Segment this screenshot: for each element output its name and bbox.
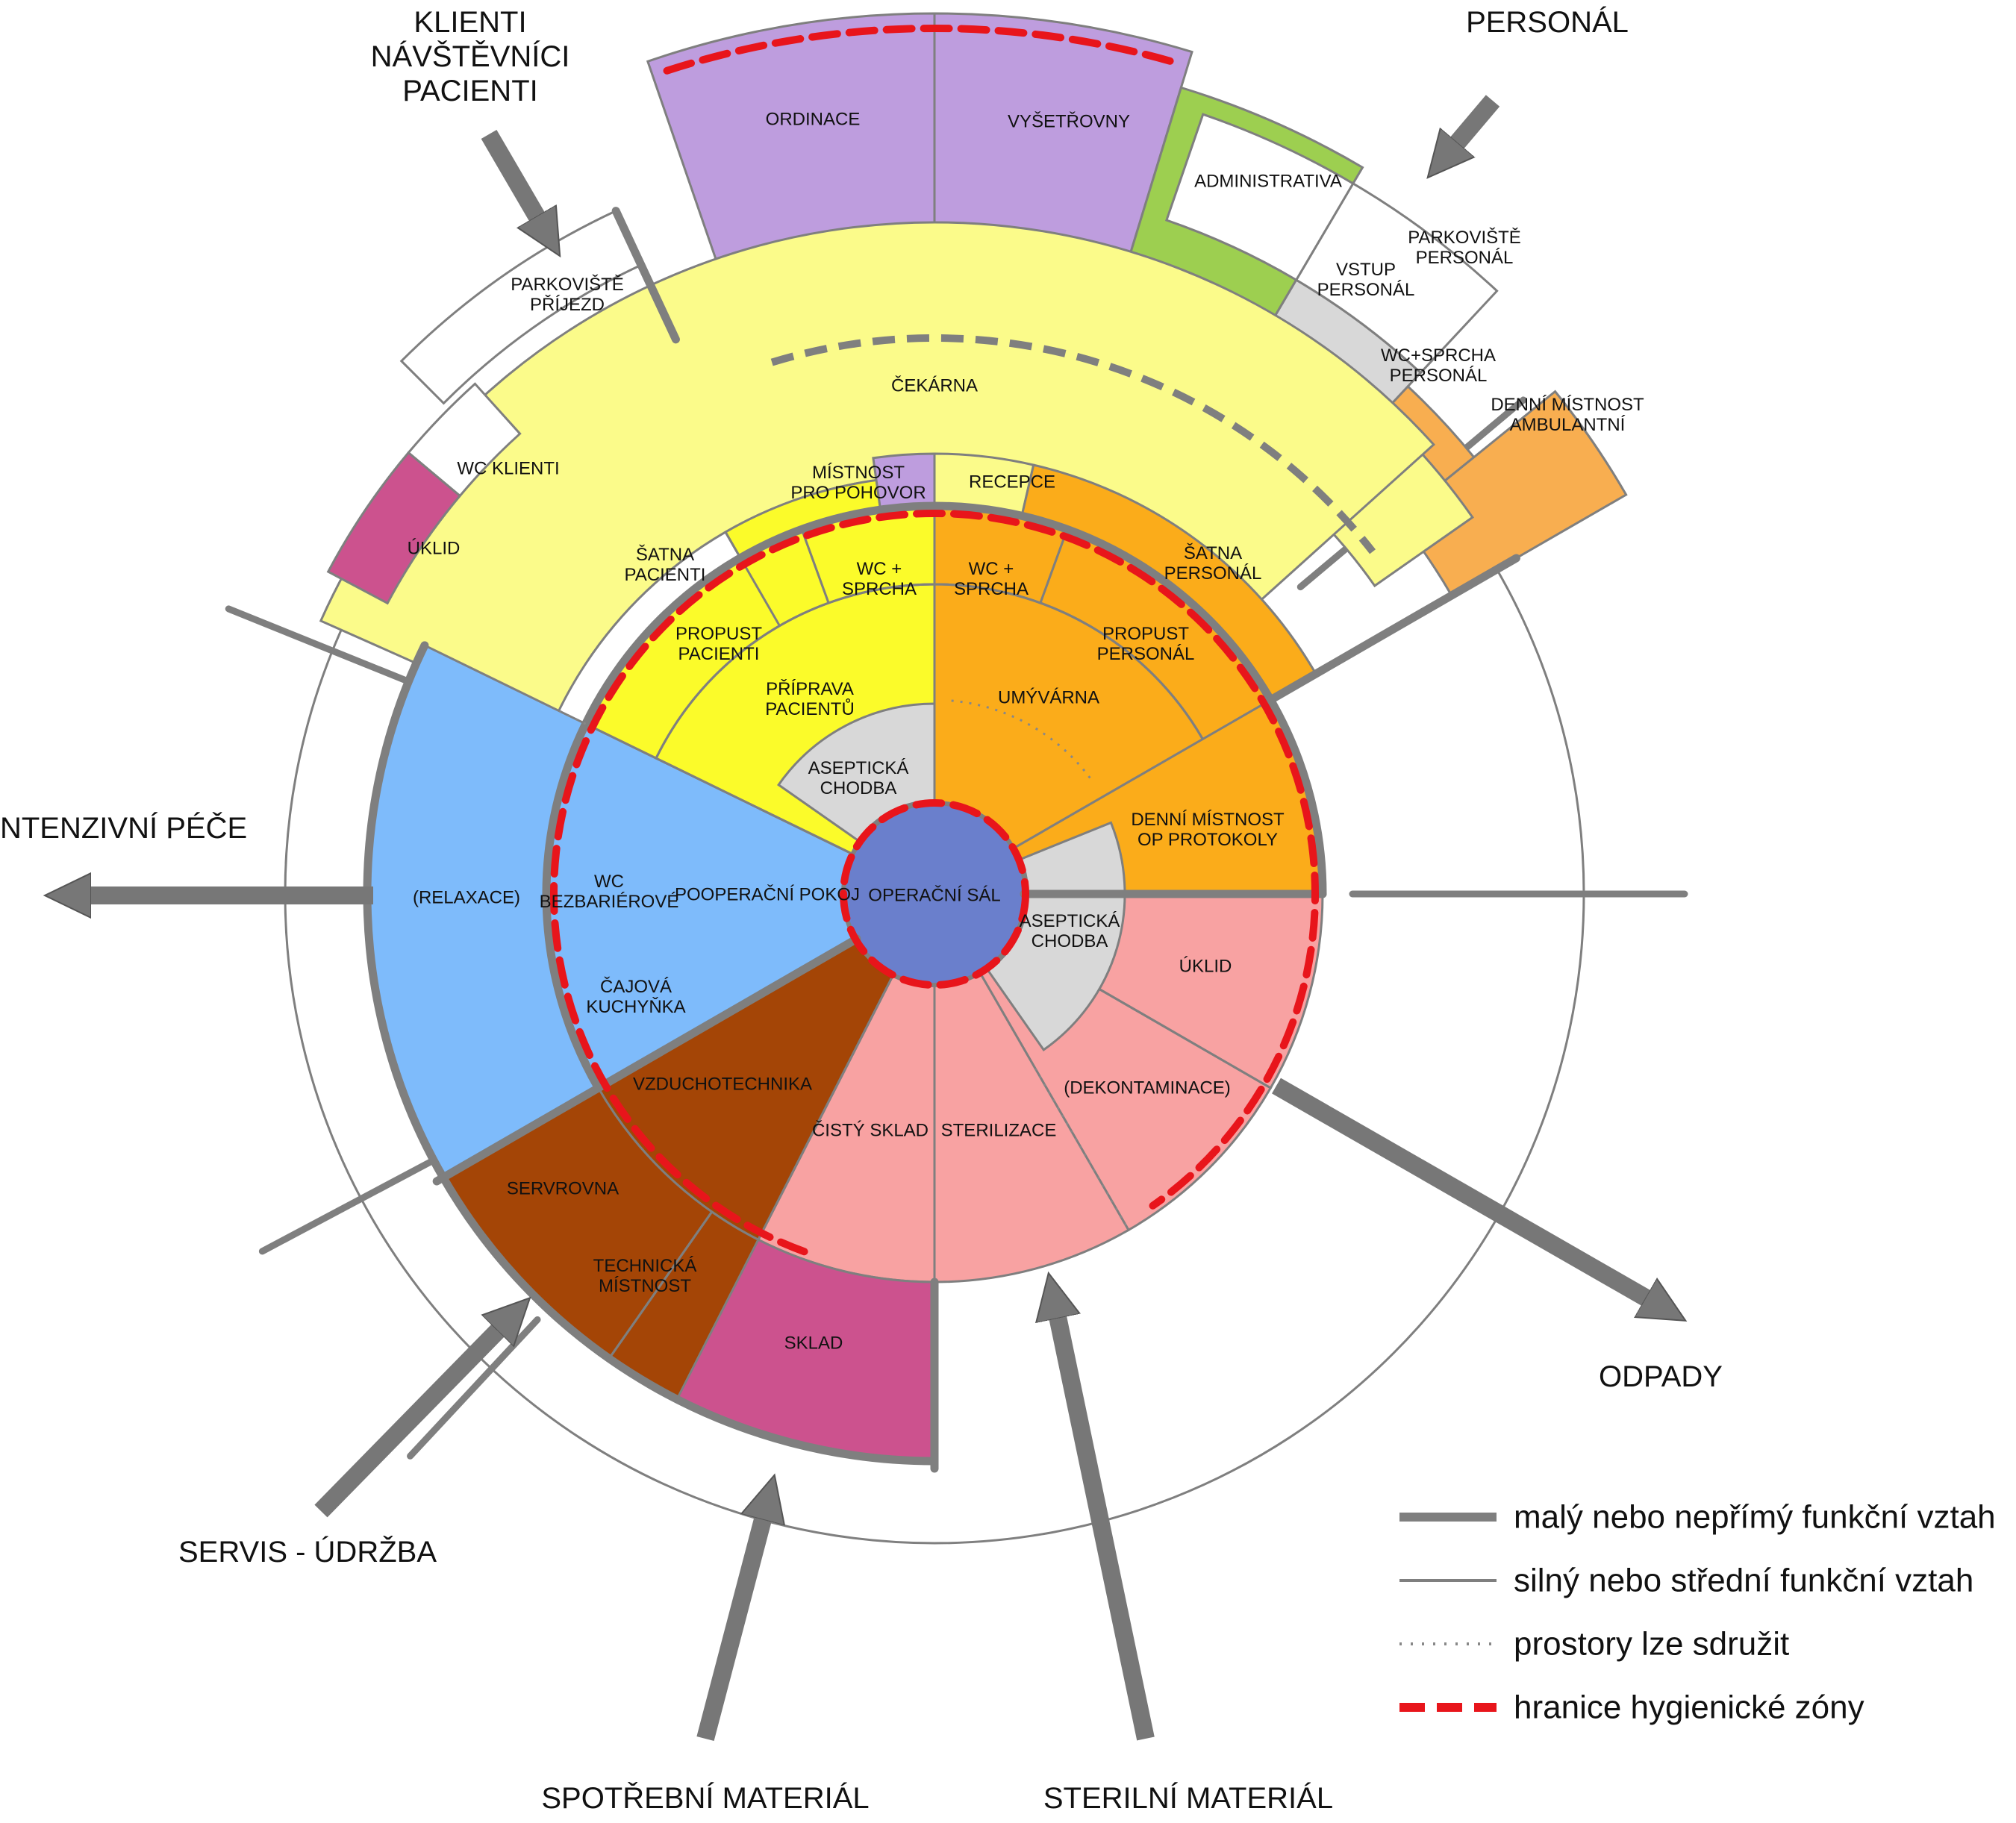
spoke-tech xyxy=(608,1211,713,1360)
label-propust-pacienti: PACIENTI xyxy=(678,644,760,664)
label-aseptic-right: CHODBA xyxy=(1032,931,1108,951)
arrow-clients xyxy=(481,129,541,224)
label-wc-sprcha-right: SPRCHA xyxy=(954,579,1029,599)
label-satna-pacienti: PACIENTI xyxy=(625,565,706,585)
label-mistnost-pro-pohovor: MÍSTNOST xyxy=(812,463,905,483)
label-aseptic-right: ASEPTICKÁ xyxy=(1020,911,1120,931)
room-uklid-top xyxy=(326,451,462,605)
room-parkoviste-personal-2 xyxy=(1165,113,1355,282)
arrow-staff xyxy=(1452,95,1500,149)
legend-label: prostory lze sdružit xyxy=(1514,1626,1789,1663)
spoke-cekarna xyxy=(1266,554,1520,704)
label-intensive-care: INTENZIVNÍ PÉČE xyxy=(0,811,247,845)
label-staff: PERSONÁL xyxy=(1466,5,1629,39)
spoke-relaxace xyxy=(432,934,861,1186)
label-propust-personal: PROPUST xyxy=(1102,624,1189,644)
label-denni-mistnost-ambulantni: AMBULANTNÍ xyxy=(1510,415,1626,435)
label-consumables: SPOTŘEBNÍ MATERIÁL xyxy=(541,1781,869,1815)
label-priprava-pacientu: PACIENTŮ xyxy=(765,698,855,719)
arrow-service xyxy=(314,1325,504,1518)
label-denni-mistnost-ambulantni: DENNÍ MÍSTNOST xyxy=(1491,395,1644,415)
label-technicka-mistnost: TECHNICKÁ xyxy=(593,1256,697,1276)
label-vstup-personal: VSTUP xyxy=(1336,260,1396,280)
label-satna-personal: PERSONÁL xyxy=(1164,563,1262,584)
label-service: SERVIS - ÚDRŽBA xyxy=(178,1535,437,1569)
label-recepce: RECEPCE xyxy=(969,472,1055,493)
label-vzduchotechnika: VZDUCHOTECHNIKA xyxy=(633,1075,812,1095)
label-umyvarna: UMÝVÁRNA xyxy=(998,688,1099,708)
label-denni-mistnost-op: OP PROTOKOLY xyxy=(1137,830,1278,850)
label-sterile-material: STERILNÍ MATERIÁL xyxy=(1043,1781,1333,1815)
label-operacni-sal: OPERAČNÍ SÁL xyxy=(868,885,1000,906)
spoke-ord xyxy=(611,207,680,344)
label-propust-personal: PERSONÁL xyxy=(1097,644,1195,664)
label-technicka-mistnost: MÍSTNOST xyxy=(599,1276,691,1296)
label-wc-bezbarierove: BEZBARIÉROVÉ xyxy=(540,892,679,912)
label-wc-sprcha-left: SPRCHA xyxy=(842,579,917,599)
label-aseptic-top: ASEPTICKÁ xyxy=(808,758,909,778)
legend-label: silný nebo střední funkční vztah xyxy=(1514,1563,1973,1599)
spoke-vzducho xyxy=(757,973,895,1241)
label-sterilizace: STERILIZACE xyxy=(941,1121,1057,1141)
room-parkoviste-personal xyxy=(1294,181,1499,375)
label-clients: NÁVŠTĚVNÍCI xyxy=(371,40,570,73)
spoke-uklid xyxy=(1099,988,1272,1089)
hygiene-boundary-op xyxy=(840,799,1029,989)
spoke-satna xyxy=(724,531,781,627)
label-satna-personal: ŠATNA xyxy=(1184,542,1242,563)
label-waste: ODPADY xyxy=(1599,1360,1723,1393)
label-clients: PACIENTI xyxy=(402,75,538,107)
label-mistnost-pro-pohovor: PRO POHOVOR xyxy=(790,483,926,503)
label-wc-sprcha-right: WC + xyxy=(969,559,1014,579)
label-cajova-kuchynka: ČAJOVÁ xyxy=(600,976,672,997)
label-sklad: SKLAD xyxy=(784,1333,843,1354)
label-satna-pacienti: ŠATNA xyxy=(636,544,694,565)
outer-spoke xyxy=(258,1157,437,1255)
room-sterilizace xyxy=(933,889,1131,1283)
label-parkoviste-prijezd: PARKOVIŠTĚ xyxy=(511,274,624,295)
label-servrovna: SERVROVNA xyxy=(507,1179,619,1199)
label-aseptic-top: CHODBA xyxy=(820,778,897,798)
label-vstup-personal: PERSONÁL xyxy=(1317,280,1415,300)
label-parkoviste-personal: PERSONÁL xyxy=(1416,248,1514,268)
label-parkoviste-personal: PARKOVIŠTĚ xyxy=(1408,227,1521,248)
label-wc-sprcha-left: WC + xyxy=(857,559,902,579)
arc-propust xyxy=(655,583,1204,759)
label-ordinace: ORDINACE xyxy=(766,110,861,130)
label-relaxace: (RELAXACE) xyxy=(413,888,520,908)
label-parkoviste-prijezd: PŘÍJEZD xyxy=(530,295,605,315)
label-priprava-pacientu: PŘÍPRAVA xyxy=(766,679,854,699)
arrow-sterile xyxy=(1056,1310,1155,1741)
label-cisty-sklad: ČISTÝ SKLAD xyxy=(812,1120,929,1141)
label-denni-mistnost-op: DENNÍ MÍSTNOST xyxy=(1131,810,1285,830)
ring-outer-left xyxy=(363,641,448,1182)
label-wc-bezbarierove: WC xyxy=(594,872,624,892)
spoke-pooperacni xyxy=(584,722,855,856)
label-dekontaminace: (DEKONTAMINACE) xyxy=(1064,1078,1231,1098)
room-wc-klienti xyxy=(407,382,522,498)
ring-outer-bottom xyxy=(439,1173,939,1466)
legend-label: hranice hygienické zóny xyxy=(1514,1689,1864,1726)
label-administrativa: ADMINISTRATIVA xyxy=(1194,172,1342,192)
label-pooperacni-pokoj: POOPERAČNÍ POKOJ xyxy=(675,884,860,905)
label-clients: KLIENTI xyxy=(414,6,526,39)
label-uklid-right: ÚKLID xyxy=(1179,957,1232,977)
label-wc-sprcha-personal: PERSONÁL xyxy=(1390,366,1488,386)
label-cajova-kuchynka: KUCHYŇKA xyxy=(586,997,685,1017)
label-cekarna: ČEKÁRNA xyxy=(891,375,978,396)
ring-inner xyxy=(542,501,1327,1092)
label-vysetrovny: VYŠETŘOVNY xyxy=(1008,111,1130,132)
arrow-consumables xyxy=(696,1511,765,1742)
label-propust-pacienti: PROPUST xyxy=(675,624,762,644)
arrow-waste xyxy=(1272,1078,1653,1302)
hygiene-boundary-top xyxy=(663,25,1177,75)
hygiene-boundary-outer xyxy=(550,509,1319,1256)
label-wc-klienti: WC KLIENTI xyxy=(457,459,559,479)
label-uklid-top: ÚKLID xyxy=(408,539,461,559)
staff-corridor-dashed xyxy=(770,334,1376,554)
legend-label: malý nebo nepřímý funkční vztah xyxy=(1514,1499,1996,1536)
label-wc-sprcha-personal: WC+SPRCHA xyxy=(1381,345,1496,366)
